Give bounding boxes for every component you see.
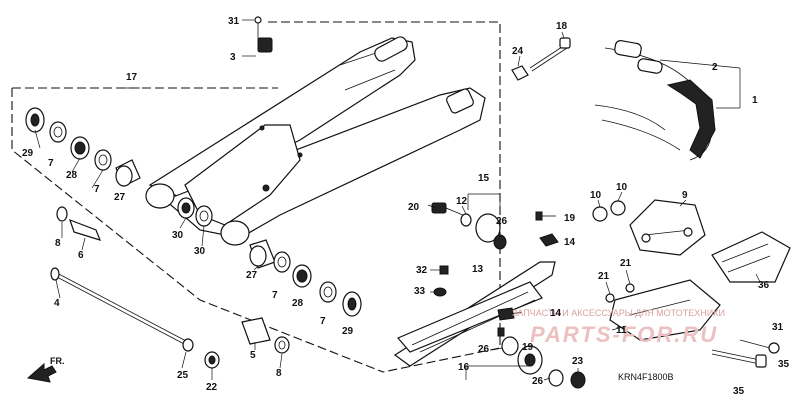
- callout-7: 7: [272, 290, 278, 301]
- guide-plate: [605, 279, 780, 368]
- callout-28: 28: [66, 170, 78, 181]
- chain-roller: [431, 193, 507, 250]
- callout-36: 36: [758, 280, 770, 291]
- callout-11: 11: [616, 325, 627, 336]
- callout-8: 8: [276, 368, 282, 379]
- callout-25: 25: [177, 370, 189, 381]
- right-bearing-stack: [249, 239, 362, 317]
- callout-29: 29: [342, 326, 354, 337]
- callout-7: 7: [48, 158, 54, 169]
- callout-2: 2: [712, 62, 718, 73]
- callout-17: 17: [126, 72, 138, 83]
- pivot-collars: [177, 197, 213, 227]
- watermark-tagline: ЗАПЧАСТИ И АКСЕССУАРЫ ДЛЯ МОТОТЕХНИКИ: [512, 308, 725, 318]
- callout-30: 30: [172, 230, 184, 241]
- swingarm-body: [145, 36, 486, 246]
- callout-7: 7: [320, 316, 326, 327]
- callout-21: 21: [598, 271, 610, 282]
- slider-hardware: [433, 211, 559, 337]
- chain-guide: [592, 199, 706, 256]
- callout-10: 10: [590, 190, 602, 201]
- callout-labels: 1 2 3 4 5 6 7 7 7 7 8 8 9 10 10 11 12 13…: [22, 16, 790, 397]
- callout-35: 35: [778, 359, 790, 370]
- callout-32: 32: [416, 265, 428, 276]
- callout-26: 26: [478, 344, 490, 355]
- callout-7: 7: [94, 184, 100, 195]
- callout-30: 30: [194, 246, 206, 257]
- adjuster-bolt: [511, 37, 571, 81]
- callout-27: 27: [246, 270, 258, 281]
- callout-26: 26: [496, 216, 508, 227]
- pivot-bolt: [50, 206, 194, 352]
- callout-29: 29: [22, 148, 34, 159]
- callout-27: 27: [114, 192, 126, 203]
- callout-31: 31: [228, 16, 240, 27]
- callout-23: 23: [572, 356, 584, 367]
- callout-6: 6: [78, 250, 84, 261]
- callout-19: 19: [522, 342, 534, 353]
- callout-15: 15: [478, 173, 490, 184]
- callout-14: 14: [564, 237, 576, 248]
- callout-5: 5: [250, 350, 256, 361]
- callout-22: 22: [206, 382, 218, 393]
- cable-guide-bracket: [242, 16, 273, 57]
- drive-chain: [594, 40, 741, 161]
- diagram-code: KRN4F1800B: [618, 372, 674, 382]
- callout-16: 16: [458, 362, 470, 373]
- leader-lines: [34, 31, 761, 381]
- watermark: ЗАПЧАСТИ И АКСЕССУАРЫ ДЛЯ МОТОТЕХНИКИ PA…: [512, 308, 725, 347]
- chain-guide-slider: [711, 231, 791, 283]
- lower-chain-roller: [465, 336, 586, 389]
- callout-12: 12: [456, 196, 468, 207]
- callout-9: 9: [682, 190, 688, 201]
- callout-18: 18: [556, 21, 568, 32]
- callout-26: 26: [532, 376, 544, 387]
- swingarm-slider: [393, 261, 556, 367]
- callout-14: 14: [550, 308, 562, 319]
- callout-20: 20: [408, 202, 420, 213]
- callout-3: 3: [230, 52, 236, 63]
- callout-28: 28: [292, 298, 304, 309]
- callout-8: 8: [55, 238, 61, 249]
- callout-24: 24: [512, 46, 524, 57]
- callout-10: 10: [616, 182, 628, 193]
- swingarm-assembly-outline: [11, 21, 501, 373]
- callout-19: 19: [564, 213, 576, 224]
- callout-21: 21: [620, 258, 632, 269]
- callout-33: 33: [414, 286, 426, 297]
- front-direction-arrow-icon: [26, 362, 57, 383]
- callout-4: 4: [54, 298, 60, 309]
- left-bearing-stack: [25, 107, 141, 187]
- lower-pivot-hardware: [204, 317, 290, 369]
- callout-35: 35: [733, 386, 745, 397]
- callout-1: 1: [752, 95, 758, 106]
- callout-13: 13: [472, 264, 484, 275]
- watermark-logo: PARTS-FOR.RU: [530, 322, 718, 347]
- callout-31: 31: [772, 322, 784, 333]
- front-label: FR.: [50, 356, 65, 366]
